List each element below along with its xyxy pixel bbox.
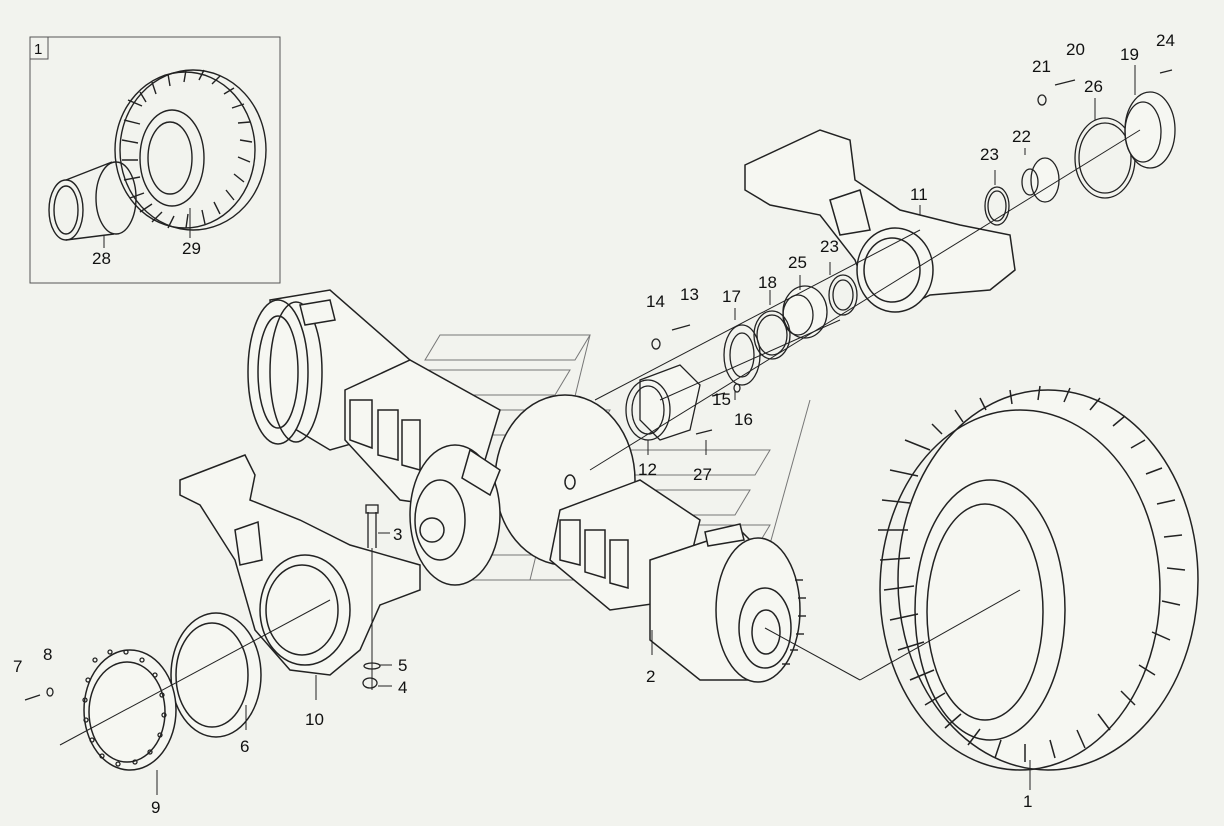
inset-tag: 1 [34,41,42,58]
hub-bolts [782,579,806,665]
callout-9: 9 [151,798,160,817]
upper-small-parts [625,69,1176,441]
callout-18: 18 [758,273,777,292]
callout-3: 3 [393,525,402,544]
callout-21: 21 [1032,57,1051,76]
callout-10: 10 [305,710,324,729]
lower-bracket [83,454,421,771]
callout-5: 5 [398,656,407,675]
callout-22: 22 [1012,127,1031,146]
callout-16: 16 [734,410,753,429]
assembly-axis-lines [59,129,1141,746]
callout-1: 1 [1023,792,1032,811]
callout-27: 27 [693,465,712,484]
lower-small-parts [24,504,381,767]
callout-17: 17 [722,287,741,306]
callout-29: 29 [182,239,201,258]
axle-housing [247,289,801,683]
callout-15: 15 [712,390,731,409]
callout-2: 2 [646,667,655,686]
callout-23-upper: 23 [980,145,999,164]
upper-bracket [744,129,1016,313]
callout-28: 28 [92,249,111,268]
callout-11: 11 [910,185,928,204]
callout-4: 4 [398,678,407,697]
leader-lines [156,65,1136,795]
callout-14: 14 [646,292,665,311]
callout-6: 6 [240,737,249,756]
flange-bolt-holes [82,649,167,767]
wheel-tire [878,385,1199,771]
callout-7: 7 [13,657,22,676]
callout-25: 25 [788,253,807,272]
callout-labels: 1 2 3 4 5 6 7 8 9 10 11 12 13 14 15 16 1… [13,31,1175,817]
callout-8: 8 [43,645,52,664]
callout-12: 12 [638,460,657,479]
callout-24: 24 [1156,31,1175,50]
tire-inset-box: 1 [29,36,281,284]
callout-20: 20 [1066,40,1085,59]
callout-13: 13 [680,285,699,304]
callout-23-lower: 23 [820,237,839,256]
callout-26: 26 [1084,77,1103,96]
inset-tire [114,69,267,231]
callout-19: 19 [1120,45,1139,64]
inset-rim [48,161,137,241]
